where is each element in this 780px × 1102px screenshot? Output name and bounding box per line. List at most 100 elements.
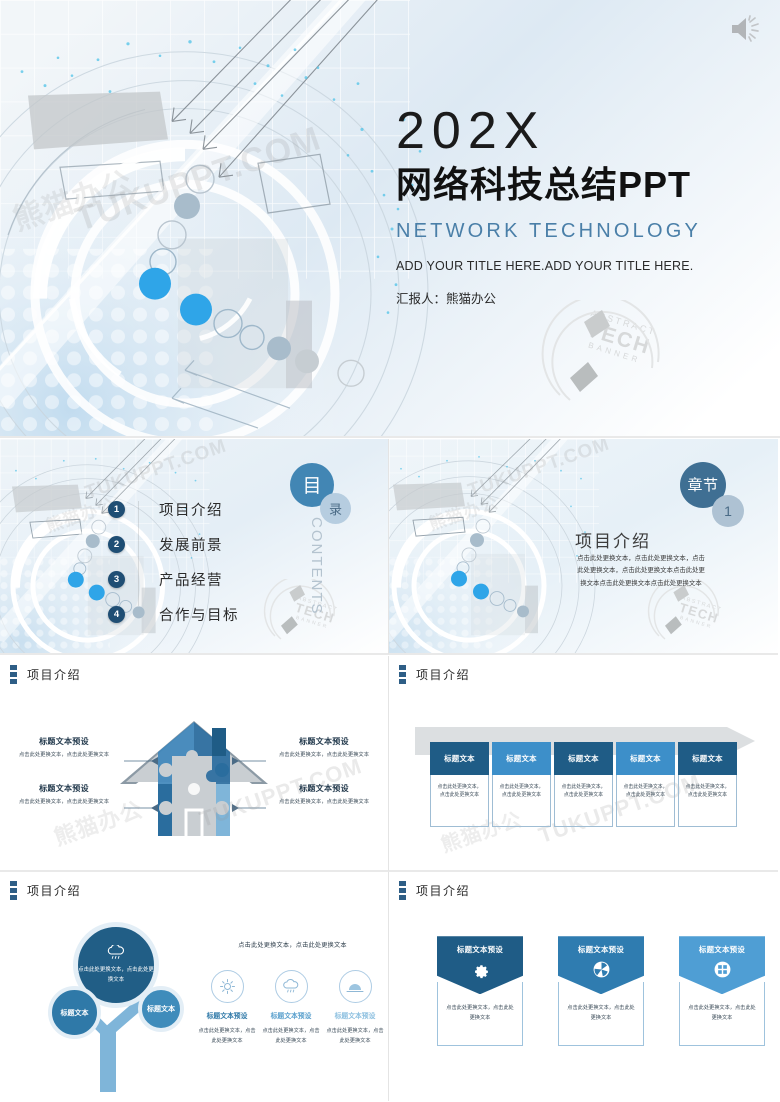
hero-year: 202X bbox=[396, 102, 546, 160]
tree-slide: 项目介绍 点击此处更换文本，点击此处更换文本 标题文本 标题文本 bbox=[0, 872, 389, 1102]
toc-number-badge: 1 bbox=[108, 500, 125, 518]
toc-item-2[interactable]: 2 发展前景 bbox=[108, 527, 239, 562]
toc-badge-lu: 录 bbox=[320, 492, 351, 524]
chapter-badge: 章节 1 bbox=[680, 461, 744, 527]
hero-title-en: NETWORK TECHNOLOGY bbox=[396, 220, 702, 243]
label-body: 点击此处更换文本，点击此处更换文本 bbox=[278, 751, 370, 758]
logo-ring bbox=[647, 578, 719, 640]
puzzle-label-top-left: 标题文本预设 点击此处更换文本，点击此处更换文本 bbox=[8, 736, 120, 760]
slide-header: 项目介绍 bbox=[10, 881, 82, 901]
hero-title-cn: 网络科技总结PPT bbox=[396, 163, 692, 205]
gear-icon bbox=[471, 960, 490, 984]
toc-item-3[interactable]: 3 产品经营 bbox=[108, 562, 239, 597]
chapter-title: 项目介绍 bbox=[575, 531, 651, 551]
card-title: 标题文本预设 bbox=[577, 945, 625, 955]
logo-ring bbox=[263, 578, 335, 640]
weather-column-sunrise[interactable]: 标题文本预设 点击此处更换文本，点击此处更换文本 bbox=[324, 970, 386, 1046]
weather-column-rain[interactable]: 标题文本预设 点击此处更换文本，点击此处更换文本 bbox=[260, 970, 322, 1046]
header-marker-icon bbox=[399, 664, 406, 684]
table-body-cell: 点击此处更换文本，点击此处更换文本 bbox=[492, 774, 551, 827]
tree-graphic: 点击此处更换文本，点击此处更换文本 标题文本 标题文本 bbox=[10, 912, 190, 1093]
header-marker-icon bbox=[399, 881, 406, 901]
table-column[interactable]: 标题文本 点击此处更换文本，点击此处更换文本 bbox=[492, 741, 551, 827]
chapter-background: TUKUPPT.COM 熊猫办公 ABSTRACT TECH BANNER bbox=[389, 438, 778, 653]
toc-item-label: 项目介绍 bbox=[159, 502, 223, 519]
toc-item-label: 产品经营 bbox=[159, 572, 223, 589]
table-header-cell: 标题文本 bbox=[678, 741, 737, 775]
tree-main-text: 点击此处更换文本，点击此处更换文本 bbox=[78, 966, 154, 984]
toc-slide: TUKUPPT.COM 熊猫办公 ABSTRACT TECH BANNER 1 … bbox=[0, 438, 389, 655]
hero-text-block: 202X 网络科技总结PPT NETWORK TECHNOLOGY ADD YO… bbox=[396, 104, 701, 307]
label-body: 点击此处更换文本，点击此处更换文本 bbox=[18, 798, 110, 805]
hero-background: TUKUPPT.COM 熊猫办公 ABSTRACT TECH BANNER bbox=[0, 0, 780, 436]
tree-headline: 点击此处更换文本，点击此处更换文本 bbox=[238, 942, 347, 950]
puzzle-label-bottom-right: 标题文本预设 点击此处更换文本，点击此处更换文本 bbox=[268, 783, 380, 807]
tree-leaf-right-text: 标题文本 bbox=[147, 1006, 175, 1014]
card-body: 点击此处更换文本，点击此处更换文本 bbox=[558, 982, 644, 1047]
weather-body: 点击此处更换文本，点击此处更换文本 bbox=[262, 1028, 320, 1044]
table-columns: 标题文本 点击此处更换文本，点击此处更换文本 标题文本 点击此处更换文本，点击此… bbox=[430, 741, 737, 827]
header-marker-icon bbox=[10, 664, 17, 684]
puzzle-house-graphic: 熊猫办公 TUKUPPT.COM bbox=[0, 656, 388, 870]
windows-grid-icon bbox=[713, 960, 732, 984]
table-body-cell: 点击此处更换文本，点击此处更换文本 bbox=[430, 774, 489, 827]
toc-badge: 目 录 CONTENTS bbox=[290, 462, 351, 615]
weather-column-sun[interactable]: 标题文本预设 点击此处更换文本，点击此处更换文本 bbox=[196, 970, 258, 1046]
hero-slide: TUKUPPT.COM 熊猫办公 ABSTRACT TECH BANNER bbox=[0, 0, 780, 438]
label-title: 标题文本预设 bbox=[39, 783, 89, 793]
weather-body: 点击此处更换文本，点击此处更换文本 bbox=[326, 1028, 384, 1044]
weather-columns: 标题文本预设 点击此处更换文本，点击此处更换文本 标题文本预设 点击此处更换文本… bbox=[196, 970, 386, 1046]
label-title: 标题文本预设 bbox=[39, 736, 89, 746]
table-header-cell: 标题文本 bbox=[430, 741, 489, 775]
card-title: 标题文本预设 bbox=[698, 945, 746, 955]
table-body-cell: 点击此处更换文本，点击此处更换文本 bbox=[678, 774, 737, 827]
toc-number-badge: 3 bbox=[108, 570, 125, 588]
tree-leaf-right[interactable]: 标题文本 bbox=[138, 986, 184, 1033]
label-title: 标题文本预设 bbox=[299, 783, 349, 793]
toc-badge-contents: CONTENTS bbox=[308, 516, 325, 616]
hero-subtitle: ADD YOUR TITLE HERE.ADD YOUR TITLE HERE. bbox=[396, 259, 694, 274]
cloud-rain-icon bbox=[107, 944, 124, 959]
toc-list: 1 项目介绍 2 发展前景 3 产品经营 4 合作与目标 bbox=[108, 492, 239, 632]
chapter-badge-number: 1 bbox=[712, 494, 744, 527]
page-title: 项目介绍 bbox=[416, 884, 471, 899]
sunrise-icon bbox=[338, 970, 372, 1004]
tree-leaf-left[interactable]: 标题文本 bbox=[48, 986, 101, 1040]
toc-item-4[interactable]: 4 合作与目标 bbox=[108, 597, 239, 632]
rain-cloud-icon bbox=[274, 970, 308, 1004]
table-header-cell: 标题文本 bbox=[616, 741, 675, 775]
puzzle-label-bottom-left: 标题文本预设 点击此处更换文本，点击此处更换文本 bbox=[8, 783, 120, 807]
header-marker-icon bbox=[10, 881, 17, 901]
table-header-cell: 标题文本 bbox=[492, 741, 551, 775]
table-column[interactable]: 标题文本 点击此处更换文本，点击此处更换文本 bbox=[554, 741, 613, 827]
chapter-slide: TUKUPPT.COM 熊猫办公 ABSTRACT TECH BANNER 章节… bbox=[389, 438, 778, 655]
table-column[interactable]: 标题文本 点击此处更换文本，点击此处更换文本 bbox=[616, 741, 675, 827]
table-column[interactable]: 标题文本 点击此处更换文本，点击此处更换文本 bbox=[678, 741, 737, 827]
label-title: 标题文本预设 bbox=[299, 736, 349, 746]
page-title: 项目介绍 bbox=[416, 667, 471, 682]
puzzle-house-slide: 项目介绍 bbox=[0, 655, 389, 872]
logo-ring bbox=[541, 300, 660, 401]
toc-item-1[interactable]: 1 项目介绍 bbox=[108, 492, 239, 527]
toc-item-label: 合作与目标 bbox=[159, 607, 239, 624]
cards-slide: 项目介绍 标题文本预设 点击此处更换文本，点击此处更换文本 标题文本预设 bbox=[389, 872, 778, 1102]
toc-divider bbox=[138, 500, 139, 606]
page-title: 项目介绍 bbox=[27, 884, 82, 899]
toc-item-label: 发展前景 bbox=[159, 537, 223, 554]
label-body: 点击此处更换文本，点击此处更换文本 bbox=[18, 751, 110, 758]
banner-card-windows[interactable]: 标题文本预设 点击此处更换文本，点击此处更换 bbox=[679, 936, 765, 1047]
weather-body: 点击此处更换文本，点击此处更换文本 bbox=[198, 1028, 256, 1044]
puzzle-label-top-right: 标题文本预设 点击此处更换文本，点击此处更换文本 bbox=[268, 736, 380, 760]
hero-author: 汇报人：熊猫办公 bbox=[396, 292, 497, 307]
banner-card-gear[interactable]: 标题文本预设 点击此处更换文本，点击此处更换文本 bbox=[437, 936, 523, 1047]
label-body: 点击此处更换文本，点击此处更换文本 bbox=[278, 798, 370, 805]
banner-card-aperture[interactable]: 标题文本预设 点击此处更换文本，点击此处更换文本 bbox=[558, 936, 644, 1047]
table-column[interactable]: 标题文本 点击此处更换文本，点击此处更换文本 bbox=[430, 741, 489, 827]
toc-number-badge: 4 bbox=[108, 605, 125, 623]
tree-leaf-left-text: 标题文本 bbox=[60, 1009, 89, 1017]
sun-icon bbox=[210, 970, 244, 1004]
slide-header: 项目介绍 bbox=[399, 881, 471, 901]
toc-number-badge: 2 bbox=[108, 535, 125, 553]
speaker-icon[interactable] bbox=[728, 14, 762, 44]
